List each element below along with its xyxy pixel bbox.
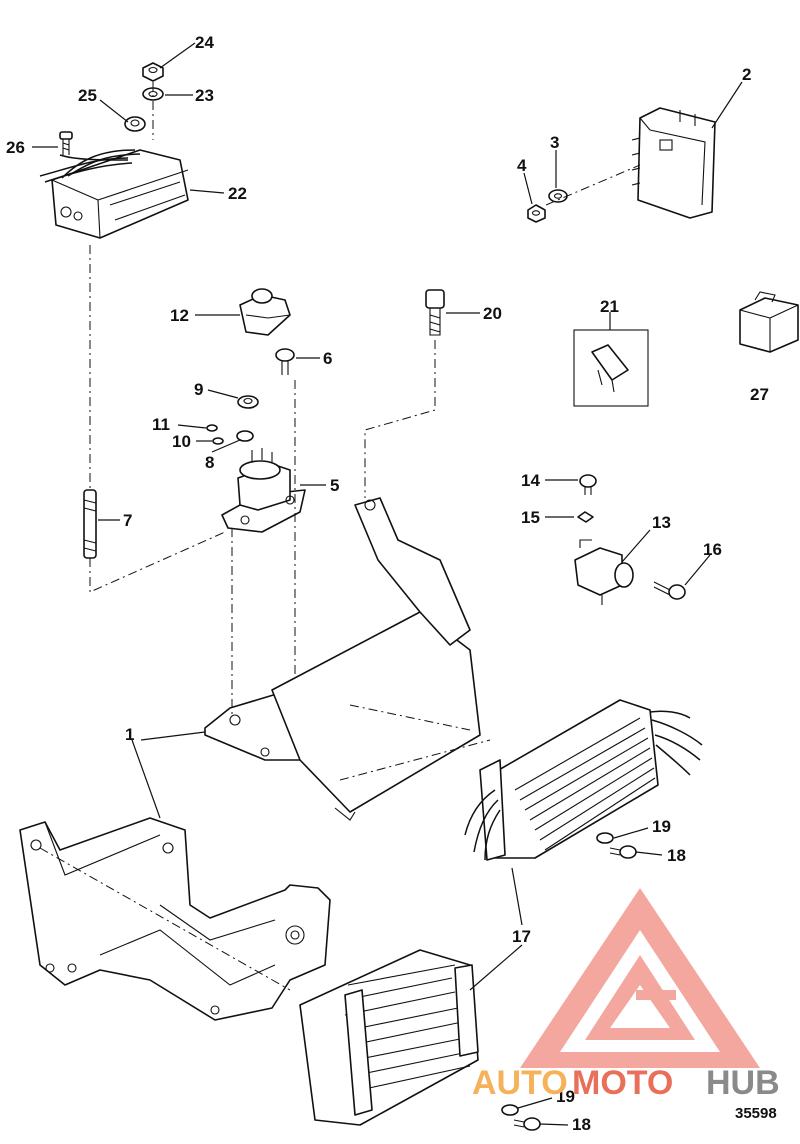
watermark-auto: AUTO bbox=[472, 1064, 568, 1102]
part-19-washer-upper bbox=[596, 832, 614, 844]
part-15-washer bbox=[577, 511, 594, 523]
part-7-stud bbox=[83, 489, 97, 559]
callout-15: 15 bbox=[521, 508, 540, 527]
part-1-bracket-upper bbox=[204, 497, 481, 821]
part-18-bolt-lower bbox=[513, 1117, 541, 1131]
part-21-fuse bbox=[573, 329, 649, 407]
part-1-bracket-lower bbox=[19, 817, 331, 1021]
callout-18-upper: 18 bbox=[667, 846, 686, 865]
part-14-screw bbox=[579, 474, 597, 495]
callout-3: 3 bbox=[550, 133, 559, 152]
callout-26: 26 bbox=[6, 138, 25, 157]
part-12-clip bbox=[239, 288, 291, 336]
callout-12: 12 bbox=[170, 306, 189, 325]
watermark-logo bbox=[520, 888, 760, 1068]
callout-5: 5 bbox=[330, 476, 339, 495]
callout-24: 24 bbox=[195, 33, 214, 52]
part-4-nut bbox=[527, 204, 546, 223]
callout-6: 6 bbox=[323, 349, 332, 368]
part-18-bolt-upper bbox=[609, 845, 637, 859]
watermark-text: AUTO MOTO HUB bbox=[472, 1064, 780, 1102]
callout-4: 4 bbox=[517, 156, 527, 175]
callout-27: 27 bbox=[750, 385, 769, 404]
callout-21: 21 bbox=[600, 297, 619, 316]
callout-numbers: 24 23 25 26 22 2 3 4 12 6 9 11 10 8 5 7 … bbox=[6, 33, 769, 1134]
part-20-bolt bbox=[425, 289, 445, 336]
part-25-nut bbox=[124, 116, 146, 132]
callout-2: 2 bbox=[742, 65, 751, 84]
callout-1: 1 bbox=[125, 725, 134, 744]
part-6-screw bbox=[275, 348, 295, 375]
callout-9: 9 bbox=[194, 380, 203, 399]
callout-13: 13 bbox=[652, 513, 671, 532]
part-3-washer bbox=[548, 189, 568, 203]
part-9-nut bbox=[237, 395, 259, 409]
watermark-moto: MOTO bbox=[572, 1064, 673, 1102]
figure-id: 35598 bbox=[735, 1105, 777, 1122]
part-26-screw bbox=[59, 131, 73, 155]
part-16-screw bbox=[653, 581, 686, 600]
part-27-relay bbox=[739, 291, 799, 353]
callout-7: 7 bbox=[123, 511, 132, 530]
part-11-washer bbox=[206, 424, 218, 432]
part-17-ecm-lower bbox=[299, 949, 479, 1126]
part-17-ecm-upper bbox=[464, 699, 703, 861]
callout-18-lower: 18 bbox=[572, 1115, 591, 1134]
callout-19-lower: 19 bbox=[556, 1087, 575, 1106]
alignment-lines bbox=[39, 245, 491, 991]
callout-14: 14 bbox=[521, 471, 540, 490]
watermark-hub: HUB bbox=[706, 1064, 780, 1102]
part-22-module bbox=[39, 149, 189, 239]
callout-23: 23 bbox=[195, 86, 214, 105]
callout-19-upper: 19 bbox=[652, 817, 671, 836]
callout-8: 8 bbox=[205, 453, 214, 472]
callout-25: 25 bbox=[78, 86, 97, 105]
callout-22: 22 bbox=[228, 184, 247, 203]
part-24-nut bbox=[142, 62, 164, 82]
callout-16: 16 bbox=[703, 540, 722, 559]
part-5-solenoid bbox=[221, 448, 306, 533]
callout-10: 10 bbox=[172, 432, 191, 451]
part-13-switch bbox=[574, 539, 634, 605]
part-2-relay bbox=[631, 107, 716, 219]
part-10-washer bbox=[212, 437, 224, 445]
part-19-washer-lower bbox=[501, 1104, 519, 1116]
callout-20: 20 bbox=[483, 304, 502, 323]
part-8-washer bbox=[236, 430, 254, 442]
leader-lines bbox=[32, 42, 743, 1126]
callout-17: 17 bbox=[512, 927, 531, 946]
callout-11: 11 bbox=[152, 415, 170, 434]
part-23-washer bbox=[142, 87, 164, 101]
